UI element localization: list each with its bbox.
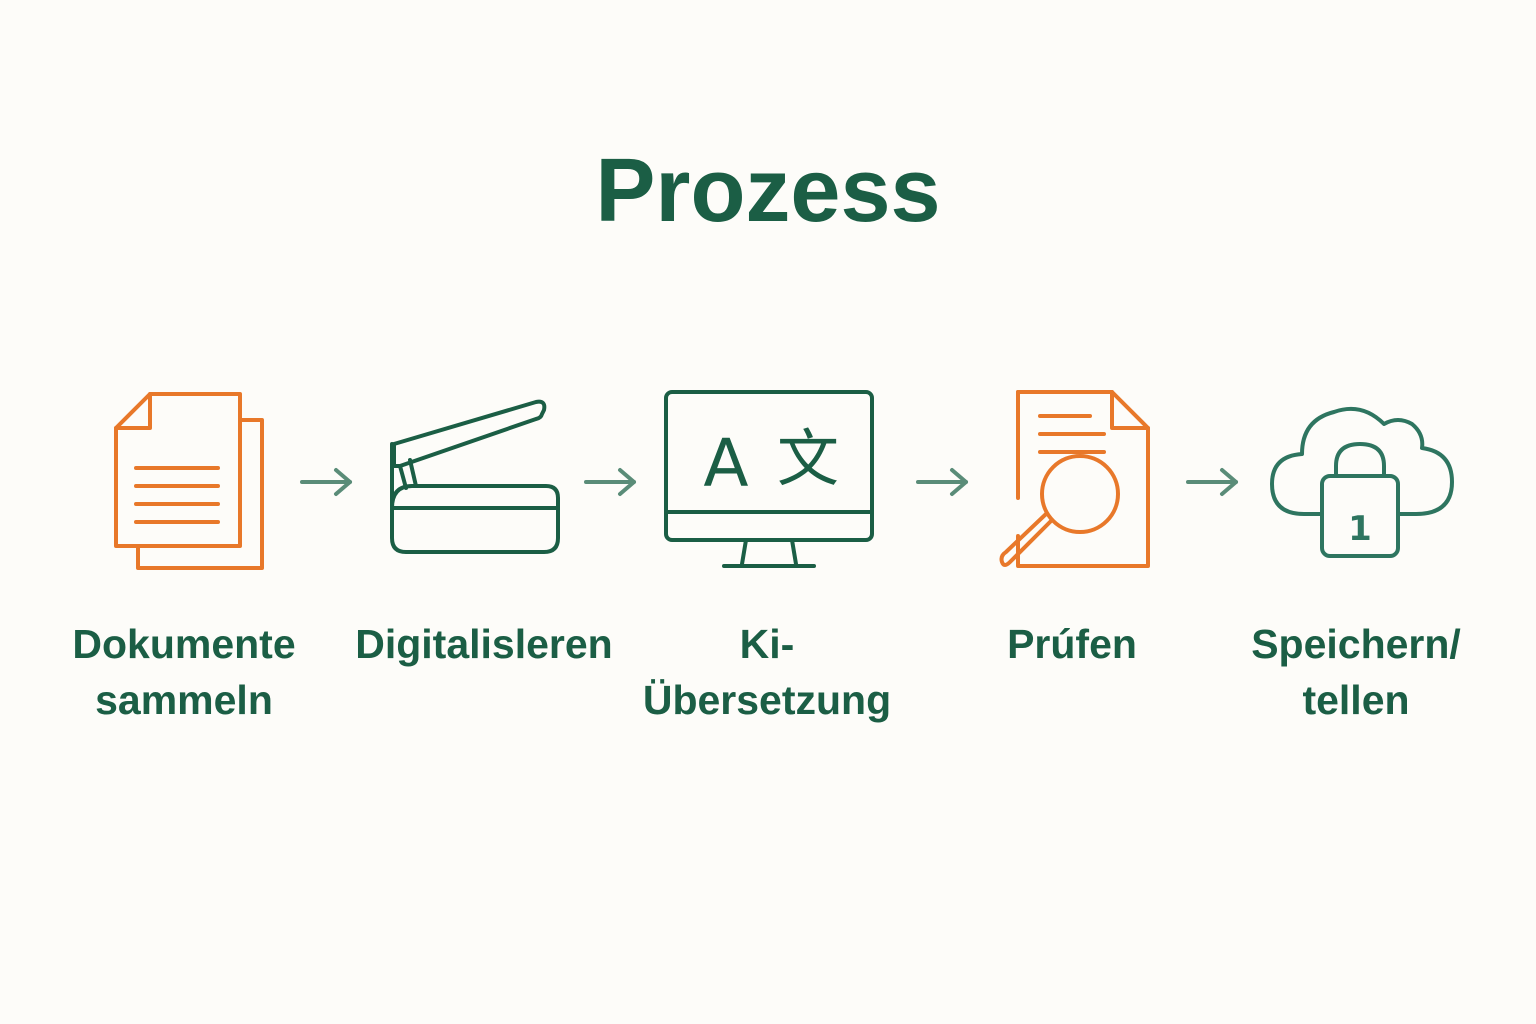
label-line: Digitalisleren [355,621,613,667]
label-line: Prúfen [1007,621,1137,667]
step-label-digitalisieren: Digitalisleren [334,616,634,672]
step-label-ki-uebersetzung: Ki- Übersetzung [617,616,917,728]
documents-icon [114,392,264,570]
arrow-right-icon [1186,468,1238,496]
cloud-lock-icon: 1 [1270,407,1454,558]
arrow-right-icon [300,468,352,496]
step-label-pruefen: Prúfen [922,616,1222,672]
label-line: Ki- [739,621,795,667]
document-search-icon [999,390,1150,568]
label-line: Dokumente [72,621,296,667]
lock-digit: 1 [1348,509,1372,549]
label-line: tellen [1302,677,1410,723]
monitor-cjk-glyph: 文 [777,422,839,495]
monitor-latin-glyph: A [703,425,748,502]
scanner-icon [390,399,560,554]
step-label-speichern-teilen: Speichern/ tellen [1206,616,1506,728]
label-line: Übersetzung [642,677,892,723]
arrow-right-icon [584,468,636,496]
monitor-translate-icon: A 文 [664,390,874,568]
label-line: sammeln [95,677,273,723]
arrow-right-icon [916,468,968,496]
page-title: Prozess [595,141,941,241]
step-label-dokumente: Dokumente sammeln [34,616,334,728]
label-line: Speichern/ [1251,621,1461,667]
